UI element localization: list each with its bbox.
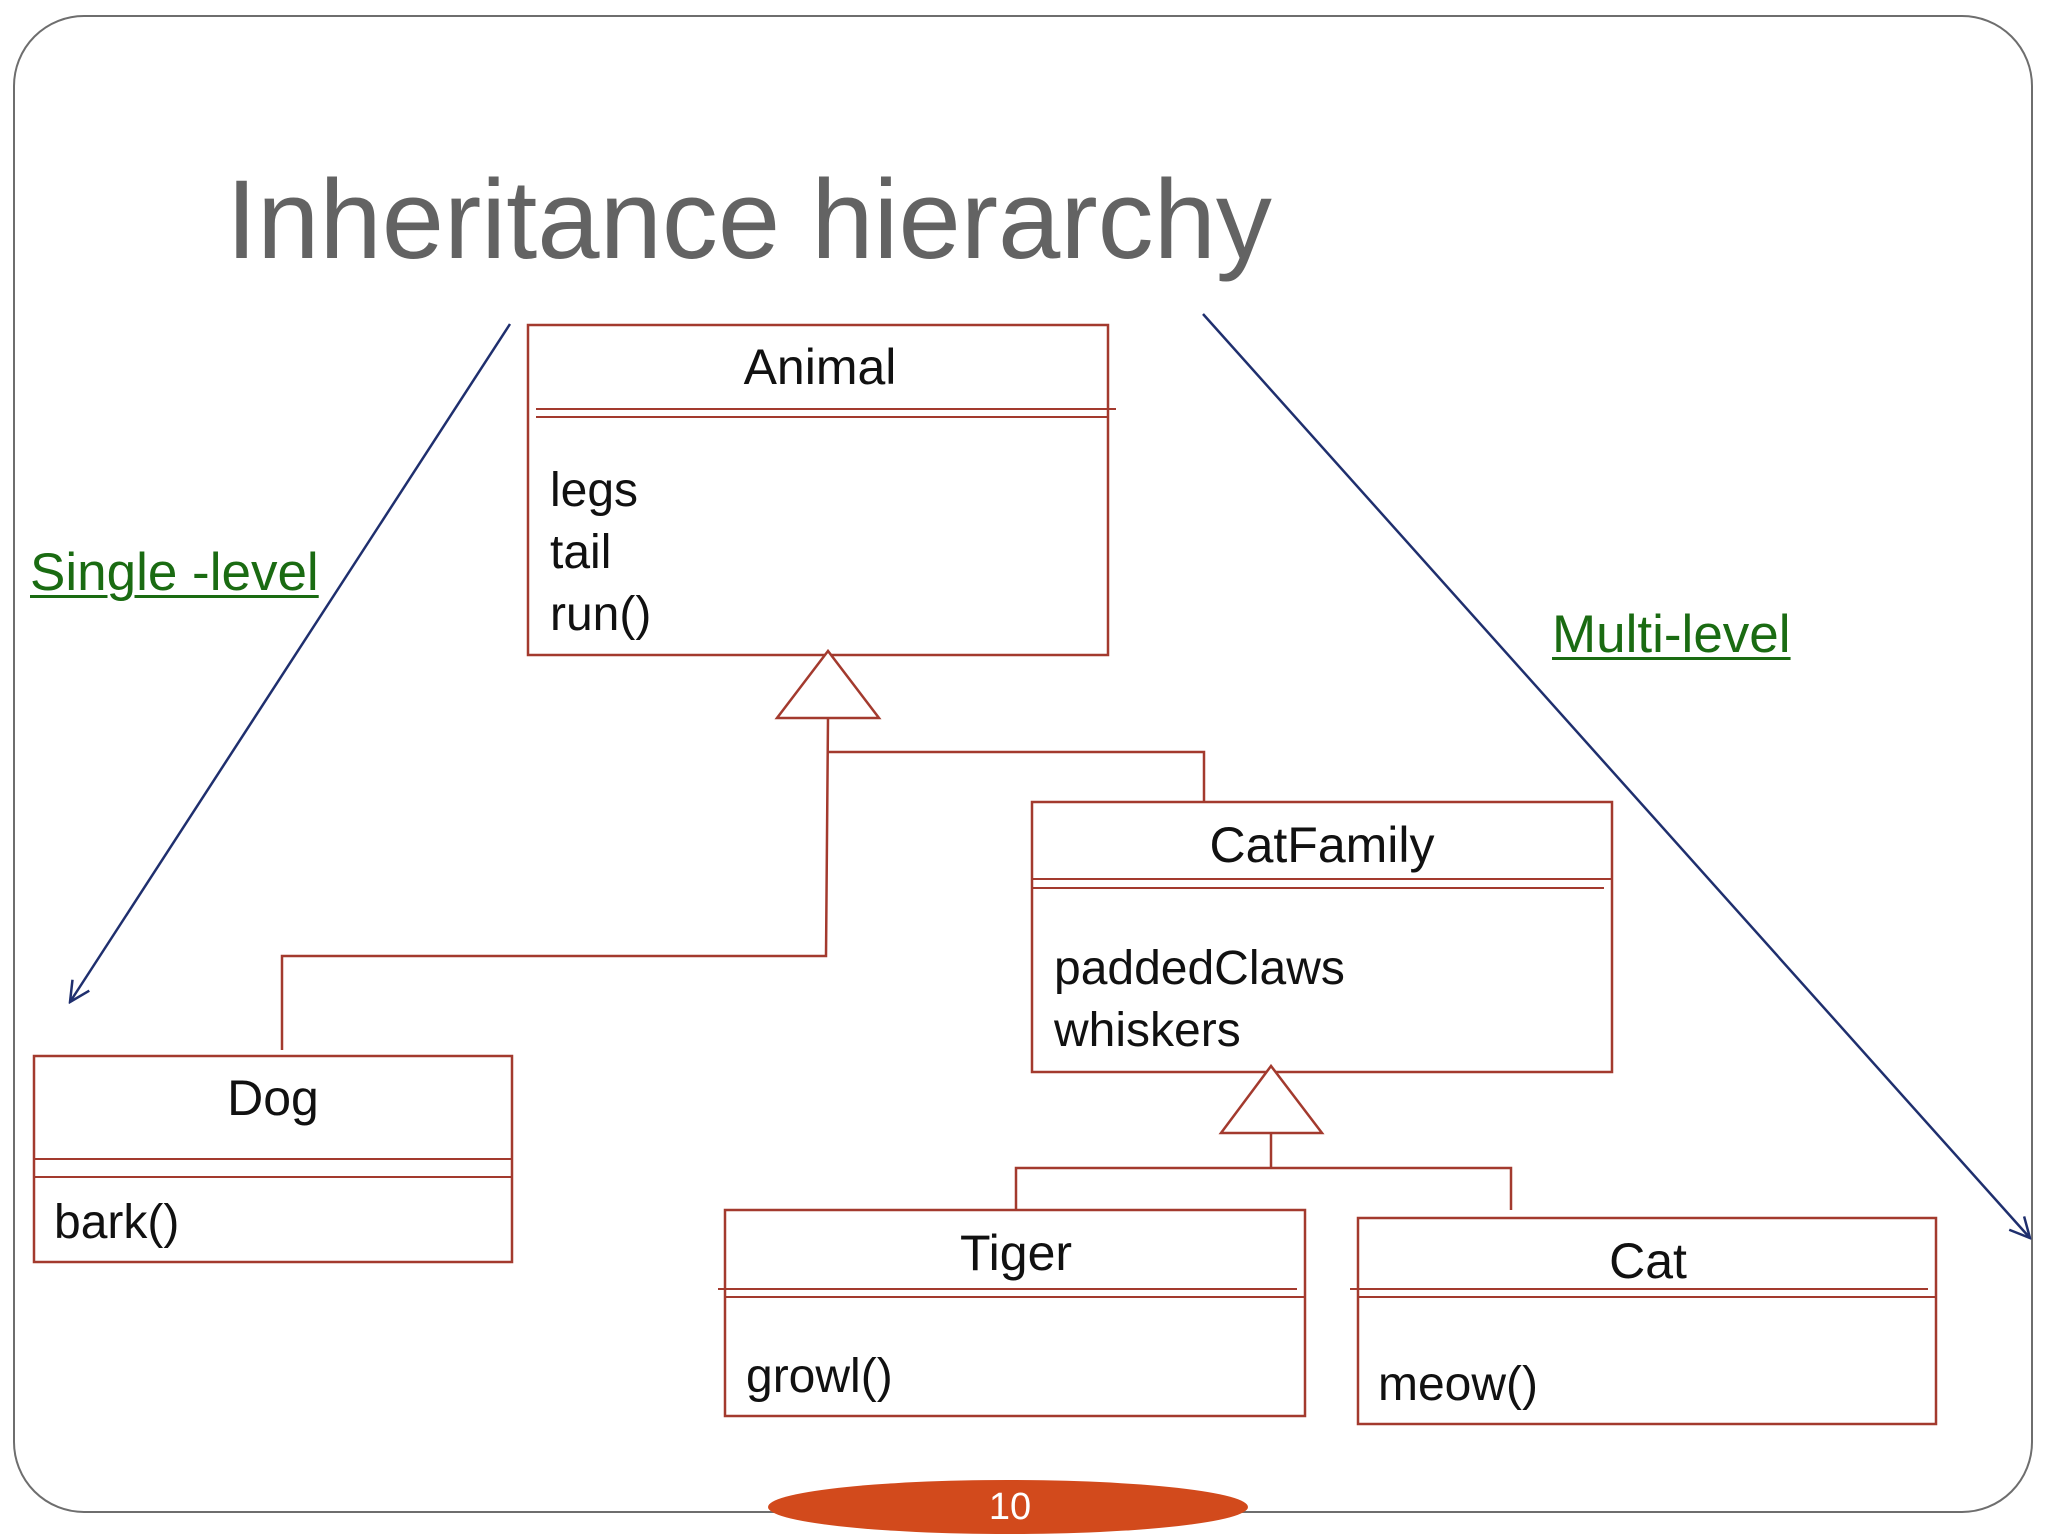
- single-level-link[interactable]: Single -level: [30, 543, 319, 602]
- slide-title: Inheritance hierarchy: [226, 157, 1272, 282]
- class-animal-member: tail: [550, 526, 611, 579]
- single-level-arrow: [70, 323, 512, 1002]
- class-catfamily-name: CatFamily: [1209, 817, 1434, 873]
- inheritance-animal: [280, 648, 1206, 1050]
- class-animal-member: legs: [550, 464, 638, 517]
- inheritance-connector-branch: [1014, 1166, 1513, 1210]
- class-dog-member: bark(): [54, 1196, 179, 1249]
- class-catfamily: CatFamily paddedClaws whiskers: [1030, 800, 1614, 1074]
- page-number-badge: [768, 1480, 1248, 1534]
- inheritance-connector-dog: [280, 717, 830, 1050]
- class-catfamily-member: whiskers: [1053, 1004, 1241, 1057]
- class-dog: Dog bark(): [32, 1054, 514, 1264]
- class-animal: Animal legs tail run(): [526, 323, 1116, 657]
- class-catfamily-member: paddedClaws: [1054, 942, 1345, 995]
- class-animal-box: [526, 323, 1110, 657]
- class-cat: Cat meow(): [1350, 1216, 1938, 1426]
- inheritance-connector-catfamily: [828, 750, 1206, 802]
- class-tiger-name: Tiger: [960, 1225, 1072, 1281]
- class-cat-box: [1356, 1216, 1938, 1426]
- multi-level-link[interactable]: Multi-level: [1552, 605, 1791, 664]
- inheritance-catfamily: [1014, 1063, 1513, 1210]
- class-animal-name: Animal: [744, 339, 897, 395]
- multi-level-arrow: [1202, 313, 2030, 1238]
- class-catfamily-box: [1030, 800, 1614, 1074]
- page-number: 10: [988, 1486, 1032, 1528]
- class-cat-name: Cat: [1609, 1233, 1687, 1289]
- class-animal-member: run(): [550, 588, 651, 641]
- class-dog-name: Dog: [227, 1070, 319, 1126]
- class-tiger-member: growl(): [746, 1350, 893, 1403]
- class-cat-member: meow(): [1378, 1358, 1538, 1411]
